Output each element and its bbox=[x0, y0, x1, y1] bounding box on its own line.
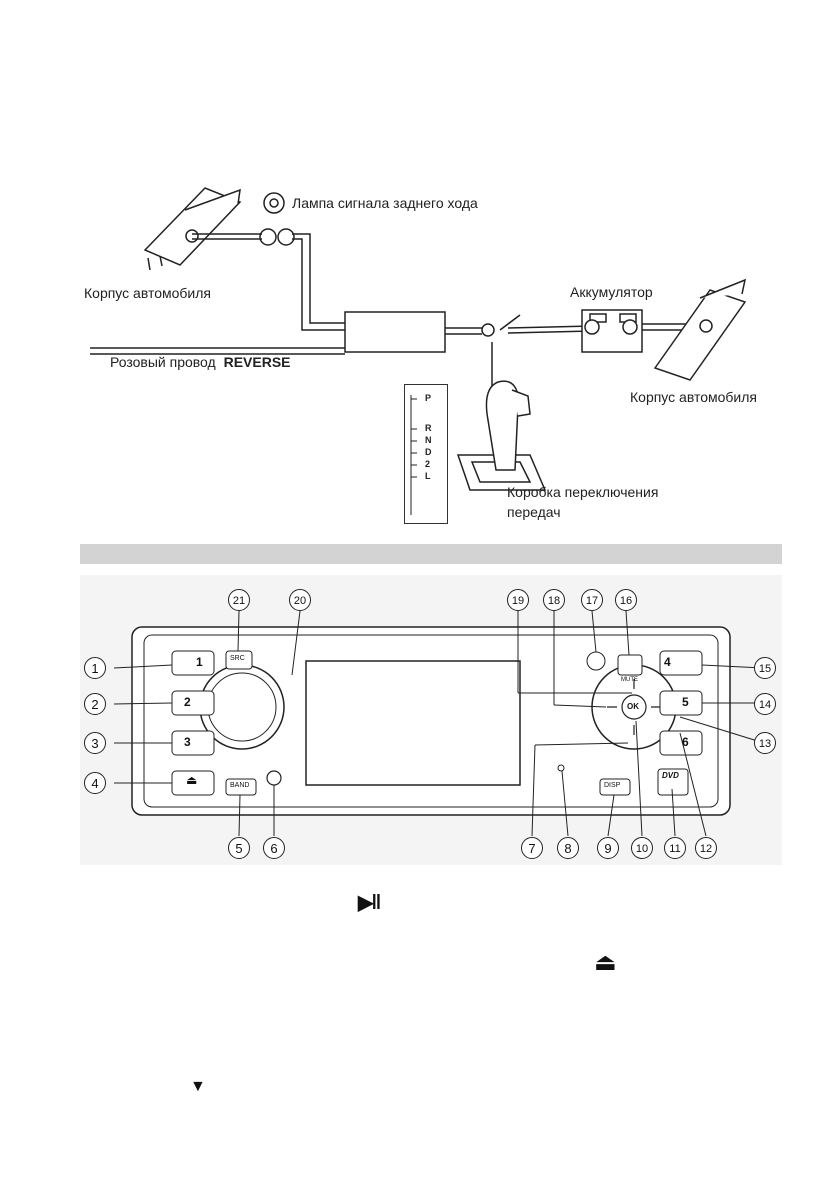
gear-p: P bbox=[425, 393, 431, 403]
reverse-lamp-drawing bbox=[260, 193, 294, 245]
preset-button-6: 6 bbox=[682, 735, 689, 749]
callout-13: 13 bbox=[754, 732, 776, 754]
preset-button-4: 4 bbox=[664, 655, 671, 669]
reverse-junction-box bbox=[345, 312, 445, 352]
callout-10: 10 bbox=[631, 837, 653, 859]
gearbox-label-line1: Коробка переключения bbox=[507, 484, 658, 500]
reverse-lamp-label: Лампа сигнала заднего хода bbox=[292, 195, 478, 211]
callout-11: 11 bbox=[664, 837, 686, 859]
callout-9: 9 bbox=[597, 837, 619, 859]
battery-drawing bbox=[582, 310, 642, 352]
callout-15: 15 bbox=[754, 657, 776, 679]
front-panel-drawing bbox=[80, 575, 782, 865]
src-button: SRC bbox=[230, 655, 245, 662]
gear-d: D bbox=[425, 447, 432, 457]
preset-button-3: 3 bbox=[184, 735, 191, 749]
callout-6: 6 bbox=[263, 837, 285, 859]
pink-wire-prefix: Розовый провод bbox=[110, 354, 216, 370]
down-arrow-icon: ▼ bbox=[190, 1078, 206, 1096]
car-body-left-label: Корпус автомобиля bbox=[84, 285, 211, 301]
callout-17: 17 bbox=[581, 589, 603, 611]
callout-19: 19 bbox=[507, 589, 529, 611]
preset-button-2: 2 bbox=[184, 695, 191, 709]
battery-label: Аккумулятор bbox=[570, 284, 653, 300]
preset-button-5: 5 bbox=[682, 695, 689, 709]
mute-button: MUTE bbox=[621, 677, 638, 683]
front-panel-diagram: 1 2 3 ⏏ SRC BAND 4 5 6 MUTE OK DISP DVD … bbox=[80, 575, 782, 865]
band-button: BAND bbox=[230, 782, 249, 789]
callout-2: 2 bbox=[84, 693, 106, 715]
callout-14: 14 bbox=[754, 693, 776, 715]
gear-r: R bbox=[425, 423, 432, 433]
callout-21: 21 bbox=[228, 589, 250, 611]
disp-button: DISP bbox=[604, 782, 620, 789]
gear-lever-drawing bbox=[458, 381, 545, 490]
callout-8: 8 bbox=[557, 837, 579, 859]
gear-position-indicator: P R N D 2 L bbox=[404, 384, 448, 524]
gear-2: 2 bbox=[425, 459, 430, 469]
callout-18: 18 bbox=[543, 589, 565, 611]
section-header-bar bbox=[80, 544, 782, 564]
car-body-left-drawing bbox=[145, 188, 240, 270]
callout-1: 1 bbox=[84, 657, 106, 679]
callout-4: 4 bbox=[84, 772, 106, 794]
pink-wire-label: Розовый провод REVERSE bbox=[110, 354, 291, 370]
car-body-right-label: Корпус автомобиля bbox=[630, 389, 757, 405]
callout-12: 12 bbox=[695, 837, 717, 859]
callout-3: 3 bbox=[84, 732, 106, 754]
play-pause-icon: ▶‖ bbox=[358, 890, 379, 915]
callout-16: 16 bbox=[615, 589, 637, 611]
pink-wire-name: REVERSE bbox=[224, 354, 291, 370]
callout-5: 5 bbox=[228, 837, 250, 859]
gear-n: N bbox=[425, 435, 432, 445]
callout-7: 7 bbox=[521, 837, 543, 859]
eject-button-icon: ⏏ bbox=[186, 773, 197, 787]
gear-l: L bbox=[425, 471, 431, 481]
reverse-switch-contact bbox=[482, 324, 494, 336]
ok-button: OK bbox=[627, 702, 639, 711]
eject-icon: ⏏ bbox=[594, 948, 617, 977]
preset-button-1: 1 bbox=[196, 655, 203, 669]
gearbox-label-line2: передач bbox=[507, 504, 561, 520]
display-screen bbox=[306, 661, 520, 785]
callout-20: 20 bbox=[289, 589, 311, 611]
dvd-logo: DVD bbox=[662, 771, 679, 780]
